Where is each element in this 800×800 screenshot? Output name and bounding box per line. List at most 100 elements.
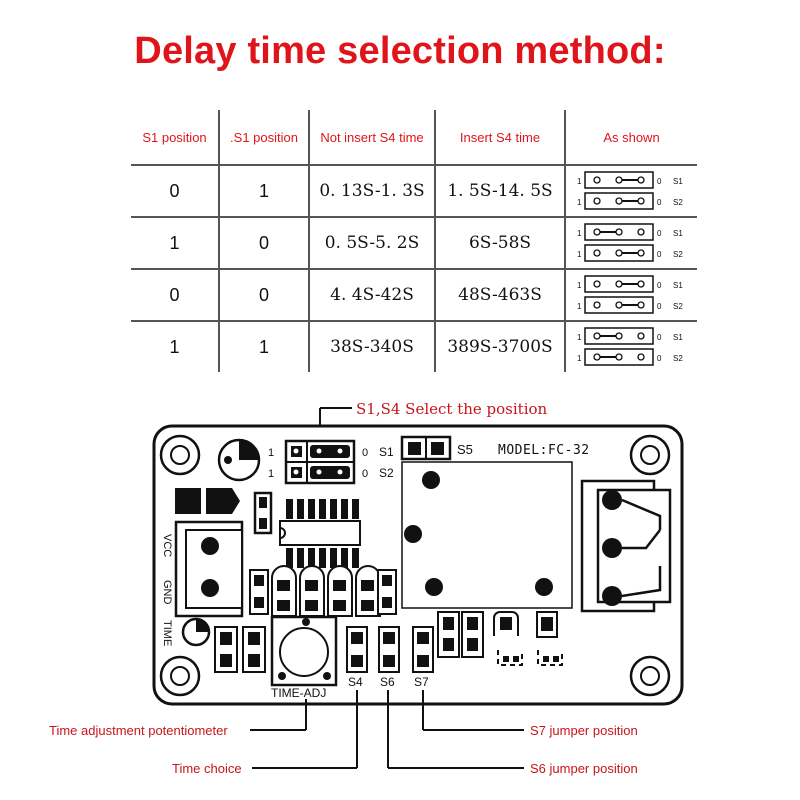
potentiometer-icon xyxy=(270,615,338,687)
jumper-s-label: S1 xyxy=(673,229,683,238)
jumper-one-label: 1 xyxy=(577,354,582,363)
resistor-pair xyxy=(214,626,266,673)
time-label: TIME xyxy=(161,620,173,646)
jumper-label-s2: S2 xyxy=(379,466,394,480)
jumper-pin-icon xyxy=(614,280,623,288)
jumper-s-label: S1 xyxy=(673,177,683,186)
jumper-s-label: S2 xyxy=(673,198,683,207)
jumper-pin-icon xyxy=(614,332,623,340)
vcc-label: VCC xyxy=(161,534,173,557)
gnd-label: GND xyxy=(161,580,173,605)
jumper-pin-icon xyxy=(636,353,645,361)
power-terminal-block xyxy=(174,520,244,618)
jumper-s-label: S2 xyxy=(673,302,683,311)
cell-insert: 389S-3700S xyxy=(434,320,566,372)
jumper-pin-icon xyxy=(592,353,601,361)
table-header-row: S1 position .S1 position Not insert S4 t… xyxy=(131,110,697,166)
jumper-pin-icon xyxy=(592,332,601,340)
cell-s1-a: 1 xyxy=(131,216,220,270)
header-insert-s4-time: Insert S4 time xyxy=(434,110,566,166)
capacitor-icon xyxy=(217,438,261,482)
jumper-one-label: 1 xyxy=(577,333,582,342)
s5-header xyxy=(400,435,452,461)
s4-header xyxy=(346,626,368,673)
led-icon xyxy=(181,617,211,647)
potentiometer-callout: Time adjustment potentiometer xyxy=(49,723,228,738)
jumper-zero-label: 0 xyxy=(657,354,662,363)
diode-icon xyxy=(175,488,240,514)
header-as-shown: As shown xyxy=(564,110,697,166)
mounting-hole-icon xyxy=(159,655,201,697)
jumper-pin-icon xyxy=(592,228,601,236)
cell-s1-b: 1 xyxy=(218,320,310,372)
mounting-hole-icon xyxy=(629,655,671,697)
cell-s1-b: 0 xyxy=(218,216,310,270)
header-s1-position-2: .S1 position xyxy=(218,110,310,166)
jumper-zero-label: 0 xyxy=(657,333,662,342)
resistor-icon xyxy=(253,491,273,535)
delay-time-table: S1 position .S1 position Not insert S4 t… xyxy=(131,110,697,372)
jumper-pin-icon xyxy=(592,280,601,288)
jumper-zero-label: 0 xyxy=(657,229,662,238)
jumper-pin-icon xyxy=(614,301,623,309)
cell-not-insert: 38S-340S xyxy=(308,320,436,372)
jumper-zero-label: 0 xyxy=(657,250,662,259)
time-choice-callout: Time choice xyxy=(172,761,242,776)
s7-header xyxy=(412,626,434,673)
time-adj-label: TIME-ADJ xyxy=(271,686,326,700)
jumper-one-label: 1 xyxy=(577,229,582,238)
cell-s1-a: 0 xyxy=(131,268,220,322)
relay-icon xyxy=(401,461,573,609)
s7-label: S7 xyxy=(414,675,429,689)
jumper-pin-icon xyxy=(614,228,623,236)
jumper-pin-icon xyxy=(614,197,623,205)
mounting-hole-icon xyxy=(629,434,671,476)
jumper-label-0-bottom: 0 xyxy=(362,468,368,480)
jumper-pin-icon xyxy=(614,249,623,257)
cell-s1-b: 0 xyxy=(218,268,310,322)
cell-not-insert: 0. 13S-1. 3S xyxy=(308,164,436,218)
jumper-pin-icon xyxy=(636,197,645,205)
jumper-pin-icon xyxy=(592,197,601,205)
top-callout-label: S1,S4 Select the position xyxy=(356,400,548,418)
jumper-s-label: S2 xyxy=(673,354,683,363)
jumper-label-1-bottom: 1 xyxy=(268,468,274,480)
s6-label: S6 xyxy=(380,675,395,689)
callout-lines xyxy=(250,690,524,769)
resistor-array xyxy=(249,565,397,617)
header-s1-position: S1 position xyxy=(131,110,220,166)
jumper-zero-label: 0 xyxy=(657,198,662,207)
jumper-pin-icon xyxy=(592,301,601,309)
jumper-pin-icon xyxy=(592,176,601,184)
jumper-s-label: S2 xyxy=(673,250,683,259)
top-callout xyxy=(319,407,352,437)
jumper-one-label: 1 xyxy=(577,250,582,259)
cell-insert: 6S-58S xyxy=(434,216,566,270)
cell-insert: 48S-463S xyxy=(434,268,566,322)
s4-label: S4 xyxy=(348,675,363,689)
jumper-pin-icon xyxy=(636,176,645,184)
s6-jumper-callout: S6 jumper position xyxy=(530,761,638,776)
jumper-pin-icon xyxy=(636,301,645,309)
jumper-pin-icon xyxy=(614,353,623,361)
mounting-hole-icon xyxy=(159,434,201,476)
output-terminal-block xyxy=(580,479,672,613)
jumper-zero-label: 0 xyxy=(657,281,662,290)
cell-not-insert: 4. 4S-42S xyxy=(308,268,436,322)
cell-s1-a: 0 xyxy=(131,164,220,218)
s6-header xyxy=(378,626,400,673)
ic-chip-icon xyxy=(279,499,361,568)
board-outline xyxy=(152,424,684,706)
cell-s1-a: 1 xyxy=(131,320,220,372)
